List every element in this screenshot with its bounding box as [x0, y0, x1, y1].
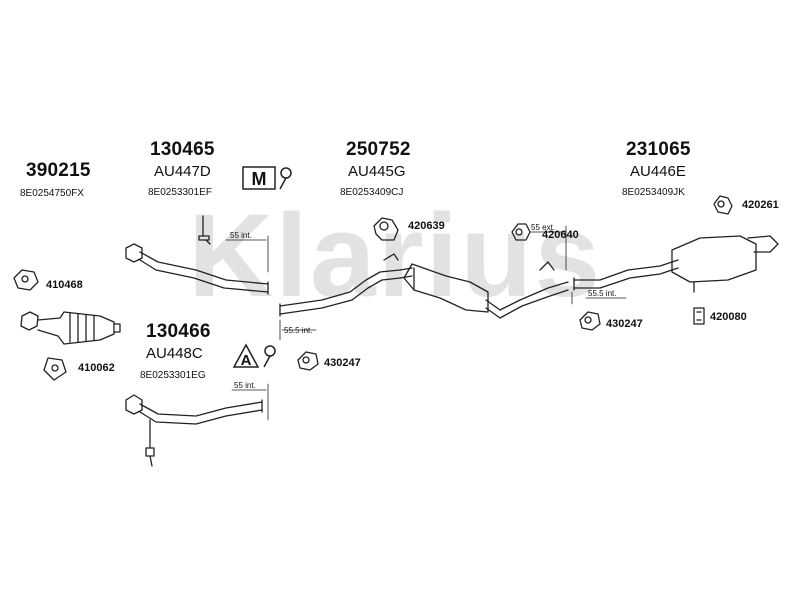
watermark: Klarius: [188, 190, 602, 322]
part-number: 420080: [710, 311, 747, 323]
part-number: 420640: [542, 229, 579, 241]
front-pipe-130465-drawing: [125, 215, 269, 295]
dimension-label: 55.5 int.: [284, 326, 313, 335]
assembly-kit-symbol: A: [241, 352, 252, 369]
group-number: 130465: [150, 139, 215, 160]
catalytic-converter-drawing: [20, 311, 121, 345]
dimension-label: 55.5 int.: [588, 289, 617, 298]
dimension-label: 55 int.: [234, 381, 256, 390]
dimension-label: 55 ext.: [531, 223, 556, 232]
group-number: 130466: [146, 321, 211, 342]
clamp-430247-b-drawing: [297, 351, 319, 371]
group-reference: 8E0254750FX: [20, 188, 84, 199]
group-reference: 8E0253409CJ: [340, 187, 404, 198]
group-code: AU445G: [348, 163, 406, 180]
dimension-label: 55 int.: [230, 231, 252, 240]
group-reference: 8E0253409JK: [622, 187, 685, 198]
mounting-kit-icon: M: [242, 165, 298, 198]
gasket-410062-drawing: [43, 357, 67, 381]
group-number: 390215: [26, 160, 91, 181]
hanger-420261-drawing: [713, 195, 733, 215]
rear-silencer-231065-drawing: [573, 235, 779, 293]
middle-silencer-250752-drawing: [279, 253, 569, 319]
group-number: 250752: [346, 139, 411, 160]
group-number: 231065: [626, 139, 691, 160]
part-number: 430247: [606, 318, 643, 330]
mounting-kit-symbol: M: [252, 169, 267, 189]
assembly-kit-icon: A: [232, 343, 288, 376]
group-reference: 8E0253301EF: [148, 187, 212, 198]
part-number: 410468: [46, 279, 83, 291]
group-reference: 8E0253301EG: [140, 370, 206, 381]
part-number: 420261: [742, 199, 779, 211]
group-code: AU448C: [146, 345, 203, 362]
part-number: 410062: [78, 362, 115, 374]
gasket-410468-drawing: [13, 269, 39, 291]
hanger-420080-drawing: [693, 307, 705, 325]
part-number: 430247: [324, 357, 361, 369]
clamp-430247-a-drawing: [579, 311, 601, 331]
group-code: AU447D: [154, 163, 211, 180]
group-code: AU446E: [630, 163, 686, 180]
part-number: 420639: [408, 220, 445, 232]
hanger-420639-drawing: [373, 217, 399, 241]
front-pipe-130466-drawing: [125, 394, 263, 467]
